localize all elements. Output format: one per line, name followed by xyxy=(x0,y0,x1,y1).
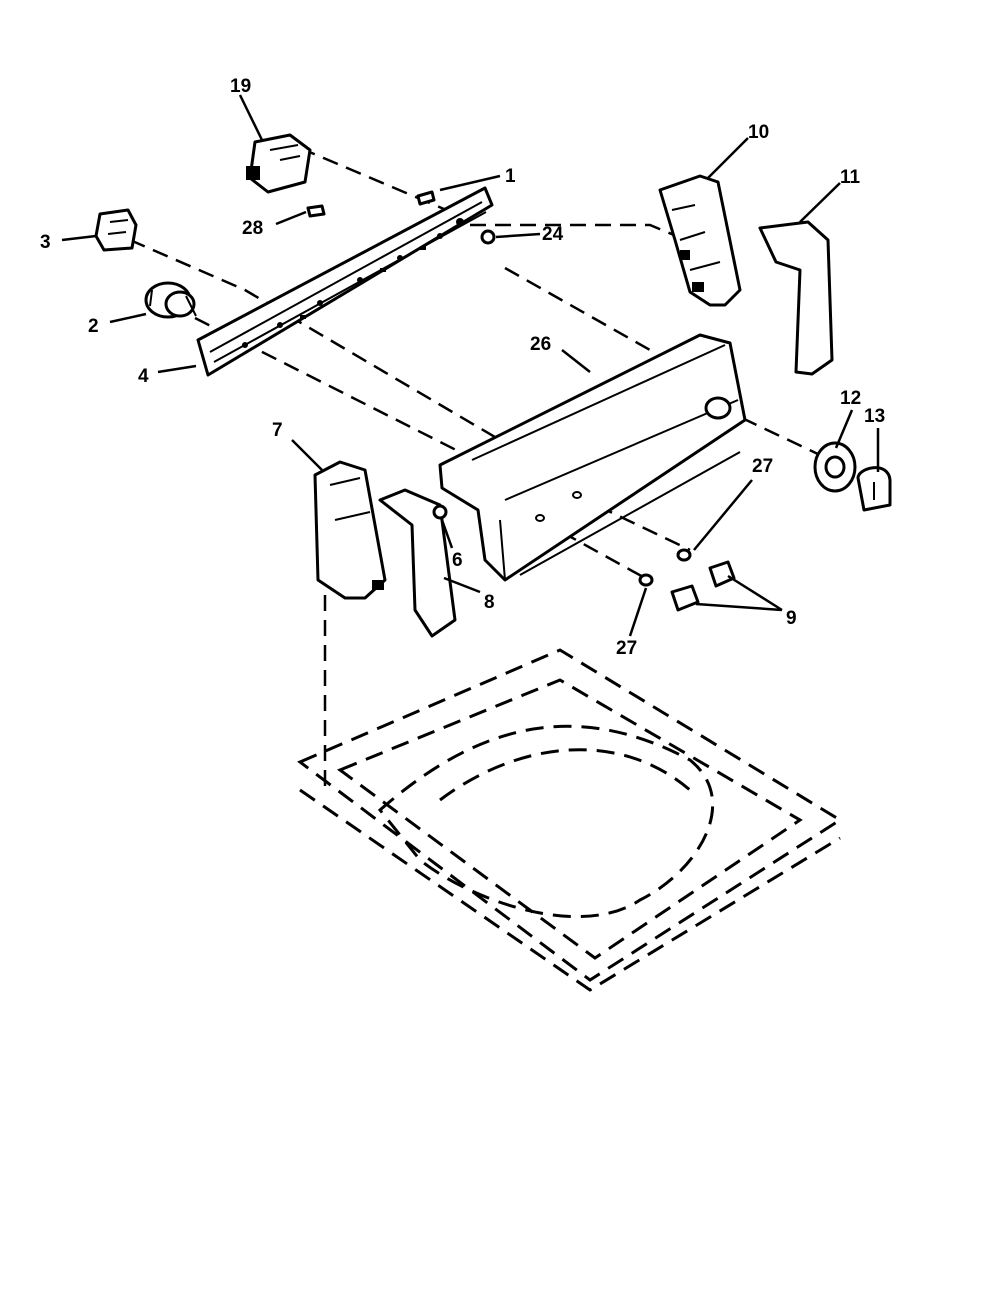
callout-p3: 3 xyxy=(40,232,97,253)
part-9-button-lower[interactable] xyxy=(670,584,700,612)
callout-1: 1 xyxy=(505,166,516,187)
callout-p27a: 27 xyxy=(693,456,773,551)
part-1-screw[interactable] xyxy=(416,190,436,206)
callout-4: 4 xyxy=(138,366,149,387)
callout-28: 28 xyxy=(242,218,263,239)
callout-p26: 26 xyxy=(530,334,591,373)
callout-p9: 9 xyxy=(695,574,797,629)
part-8-trim[interactable] xyxy=(378,488,457,638)
part-28-screw[interactable] xyxy=(306,204,326,218)
callout-8: 8 xyxy=(484,592,495,613)
part-27-bushing-lower[interactable] xyxy=(638,573,654,587)
callout-p8: 8 xyxy=(443,576,495,613)
callout-p4: 4 xyxy=(138,364,197,387)
part-26-console[interactable] xyxy=(438,333,747,582)
callout-p2: 2 xyxy=(88,312,147,337)
callout-9: 9 xyxy=(786,608,797,629)
callout-p24: 24 xyxy=(495,224,564,245)
part-12-knob-skirt[interactable] xyxy=(813,441,857,493)
callout-p28: 28 xyxy=(242,210,307,239)
callout-p13: 13 xyxy=(864,406,885,472)
part-24-screw[interactable] xyxy=(480,229,496,245)
callout-p6: 6 xyxy=(440,519,463,571)
callout-3: 3 xyxy=(40,232,51,253)
callout-12: 12 xyxy=(840,388,861,409)
callout-p27b: 27 xyxy=(616,587,648,659)
callout-p11: 11 xyxy=(799,167,861,223)
callout-24: 24 xyxy=(542,224,564,245)
callout-26: 26 xyxy=(530,334,551,355)
callout-27-upper: 27 xyxy=(752,456,773,477)
callout-2: 2 xyxy=(88,316,99,337)
part-6-clip[interactable] xyxy=(432,504,448,520)
callout-p7: 7 xyxy=(272,420,323,471)
callout-p10: 10 xyxy=(707,122,769,179)
callout-p19: 19 xyxy=(230,76,264,141)
callout-6: 6 xyxy=(452,550,463,571)
callout-27-lower: 27 xyxy=(616,638,637,659)
part-7-end-cap[interactable] xyxy=(313,460,387,600)
callout-7: 7 xyxy=(272,420,283,441)
callout-13: 13 xyxy=(864,406,885,427)
part-19-switch[interactable] xyxy=(246,133,312,194)
callout-11: 11 xyxy=(840,167,861,188)
part-4-control-panel[interactable] xyxy=(196,186,494,377)
part-11-trim[interactable] xyxy=(758,220,834,376)
callout-p1: 1 xyxy=(439,166,516,192)
part-2-timer[interactable] xyxy=(144,281,197,319)
callout-p12: 12 xyxy=(834,388,861,449)
part-27-bushing-upper[interactable] xyxy=(676,548,692,562)
part-9-button-upper[interactable] xyxy=(708,560,736,588)
assembly-guide-lines xyxy=(129,146,821,790)
part-3-switch[interactable] xyxy=(94,208,138,252)
callout-10: 10 xyxy=(748,122,769,143)
top-panel-outline xyxy=(297,648,843,992)
callout-19: 19 xyxy=(230,76,251,97)
part-10-end-cap[interactable] xyxy=(658,174,742,307)
part-13-knob[interactable] xyxy=(856,466,892,512)
